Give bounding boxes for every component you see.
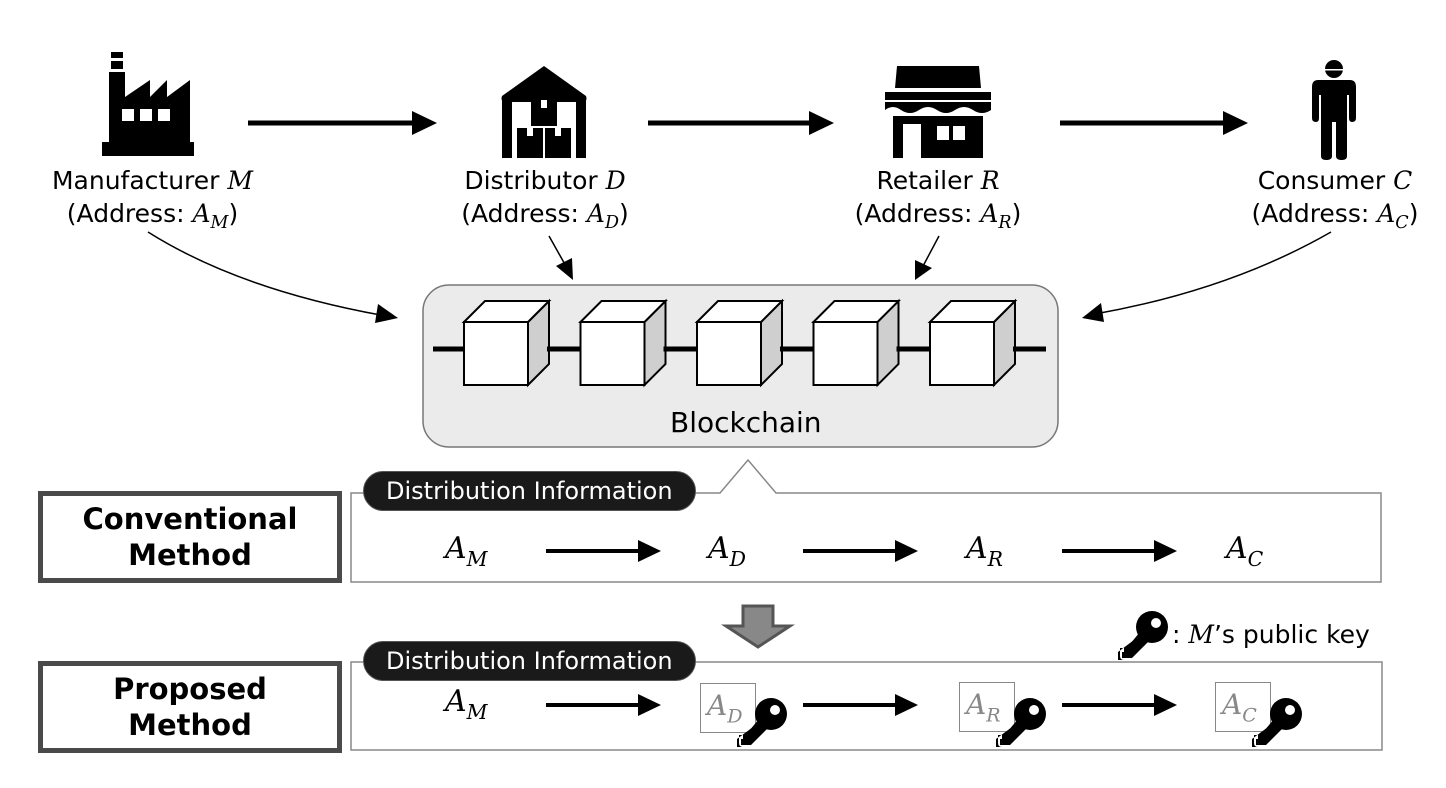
- proposed-info-pill: Distribution Information: [363, 641, 696, 681]
- record-arrow-distributor: [548, 235, 573, 280]
- address-base: A: [192, 199, 211, 228]
- address-sub: D: [729, 547, 747, 572]
- actor-symbol: D: [605, 166, 626, 195]
- key-icon: [996, 698, 1046, 747]
- method-label-line2: Method: [128, 708, 252, 742]
- conventional-address: AC: [1226, 531, 1263, 571]
- flow-arrow-distributor-retailer: [648, 111, 834, 135]
- legend-text: ’s public key: [1213, 620, 1370, 649]
- address-prefix: (Address:: [1251, 199, 1378, 228]
- actor-name: Consumer: [1257, 166, 1386, 195]
- address-sub: R: [998, 213, 1012, 234]
- legend-separator: :: [1172, 620, 1189, 649]
- conventional-arrow-1: [546, 540, 661, 562]
- method-label-line1: Proposed: [113, 672, 267, 706]
- key-legend: : M’s public key: [1172, 620, 1370, 649]
- proposed-arrow-2: [803, 694, 918, 716]
- conventional-arrow-2: [803, 540, 918, 562]
- block-cube-icon: [927, 298, 1025, 388]
- person-icon: [1312, 60, 1356, 160]
- legend-key-icon: [1118, 611, 1168, 660]
- encrypted-address: AR: [959, 682, 1015, 732]
- proposed-address: AM: [445, 684, 488, 724]
- encrypted-address: AD: [700, 683, 756, 733]
- address-prefix: (Address:: [461, 199, 587, 228]
- factory-icon: [102, 52, 194, 156]
- actor-symbol: M: [227, 166, 254, 195]
- block-cube-icon: [461, 298, 559, 388]
- address-sub: C: [1242, 704, 1257, 727]
- actor-manufacturer-label: Manufacturer M (Address: AM): [10, 164, 295, 240]
- method-label-line1: Conventional: [82, 502, 298, 536]
- conventional-address: AD: [708, 531, 746, 571]
- address-base: A: [980, 199, 999, 228]
- actor-distributor-label: Distributor D (Address: AD): [420, 164, 670, 240]
- store-icon: [885, 66, 991, 158]
- record-arrow-manufacturer: [147, 231, 398, 323]
- actor-consumer-label: Consumer C (Address: AC): [1210, 164, 1446, 240]
- blockchain-label: Blockchain: [670, 406, 822, 439]
- address-suffix: ): [228, 199, 239, 228]
- address-sub: M: [466, 700, 488, 725]
- actor-name: Distributor: [464, 166, 598, 195]
- key-icon: [1252, 698, 1302, 747]
- address-base: A: [708, 531, 730, 566]
- actor-retailer-label: Retailer R (Address: AR): [813, 164, 1063, 240]
- address-suffix: ): [619, 199, 629, 228]
- encrypted-address: AC: [1215, 682, 1271, 732]
- address-base: A: [966, 531, 988, 566]
- block-cube-icon: [811, 298, 909, 388]
- address-sub: D: [604, 213, 619, 234]
- address-sub: R: [986, 704, 1001, 727]
- address-sub: M: [210, 213, 229, 234]
- proposed-arrow-3: [1062, 694, 1177, 716]
- address-base: A: [966, 688, 987, 721]
- block-cube-icon: [578, 298, 676, 388]
- address-prefix: (Address:: [66, 199, 193, 228]
- record-arrow-consumer: [1082, 231, 1332, 322]
- address-sub: C: [1247, 547, 1264, 572]
- actor-name: Retailer: [876, 166, 973, 195]
- address-suffix: ): [1408, 199, 1419, 228]
- conventional-address: AM: [445, 531, 488, 571]
- address-base: A: [586, 199, 605, 228]
- record-arrow-retailer: [915, 235, 940, 280]
- address-base: A: [707, 689, 728, 722]
- conventional-arrow-3: [1062, 540, 1177, 562]
- legend-symbol: M: [1188, 620, 1214, 649]
- block-cube-icon: [694, 298, 792, 388]
- address-base: A: [1226, 531, 1248, 566]
- address-base: A: [1377, 199, 1396, 228]
- address-prefix: (Address:: [854, 199, 981, 228]
- address-base: A: [1222, 688, 1243, 721]
- address-base: A: [445, 684, 467, 719]
- flow-arrow-manufacturer-distributor: [248, 111, 437, 135]
- address-sub: R: [987, 547, 1004, 572]
- method-label-line2: Method: [128, 538, 252, 572]
- proposed-arrow-1: [546, 694, 661, 716]
- address-sub: D: [727, 705, 743, 728]
- actor-symbol: R: [980, 166, 1000, 195]
- actor-symbol: C: [1393, 166, 1413, 195]
- flow-arrow-retailer-consumer: [1060, 111, 1248, 135]
- conventional-info-pill: Distribution Information: [363, 471, 696, 511]
- warehouse-icon: [501, 66, 587, 158]
- address-sub: C: [1395, 213, 1409, 234]
- conventional-address: AR: [966, 531, 1003, 571]
- down-arrow-icon: [720, 604, 796, 649]
- address-base: A: [445, 531, 467, 566]
- key-icon: [737, 698, 787, 747]
- address-sub: M: [466, 547, 488, 572]
- actor-name: Manufacturer: [51, 166, 220, 195]
- address-suffix: ): [1011, 199, 1022, 228]
